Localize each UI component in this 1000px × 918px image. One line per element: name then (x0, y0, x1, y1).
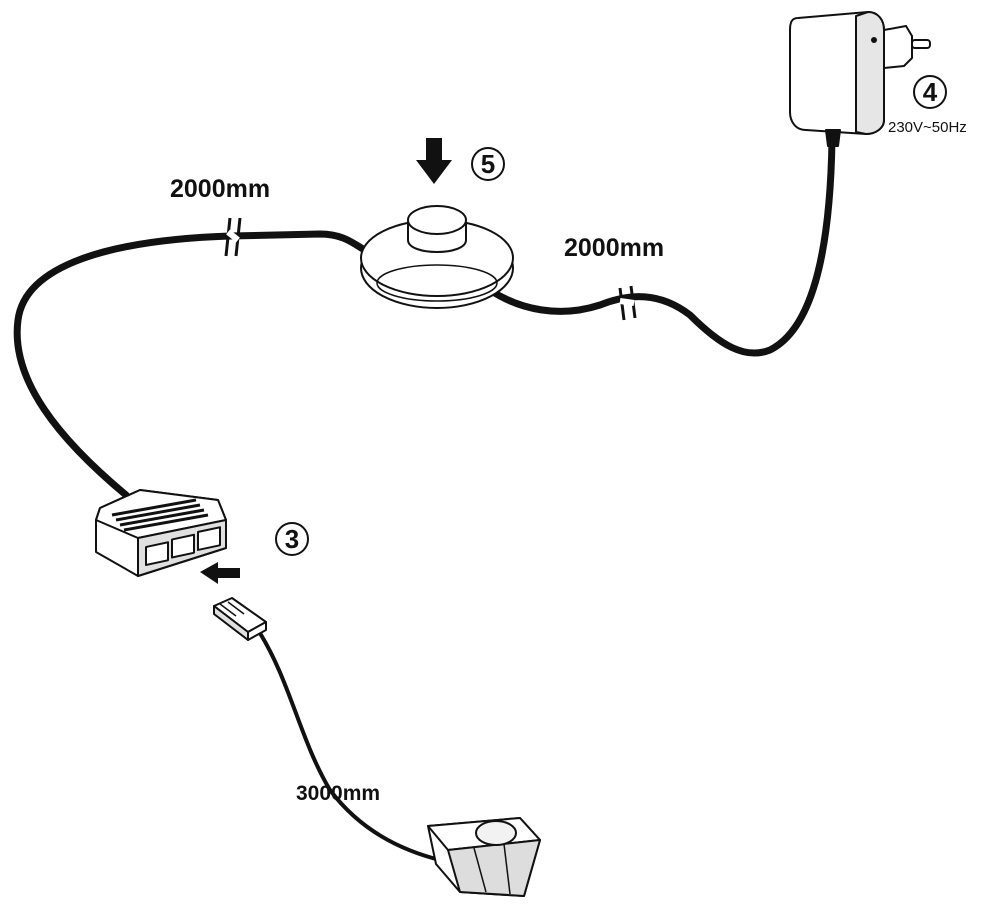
cable-break-mark-right (618, 285, 637, 321)
distributor-number: 3 (285, 524, 299, 554)
motion-sensor (427, 817, 541, 897)
cable-break-mark-left (224, 217, 242, 257)
cable-switch-to-adapter (486, 136, 836, 357)
plug-arrow-icon (200, 562, 240, 584)
foot-switch (360, 205, 514, 309)
distributor-number-badge: 3 (275, 522, 309, 556)
connector-plug (213, 597, 267, 641)
voltage-label: 230V~50Hz (888, 119, 967, 136)
switch-number: 5 (481, 149, 495, 179)
cable-length-top-left: 2000mm (170, 175, 270, 203)
press-arrow-icon (416, 138, 452, 184)
adapter-number-badge: 4 (913, 75, 947, 109)
cable-length-top-right: 2000mm (564, 234, 664, 262)
power-adapter (789, 11, 931, 147)
cable-distributor-to-switch (13, 230, 372, 499)
cable-sensor (256, 628, 442, 862)
switch-number-badge: 5 (471, 147, 505, 181)
adapter-number: 4 (923, 77, 938, 107)
cable-length-sensor: 3000mm (296, 782, 380, 805)
distributor-block (95, 489, 227, 577)
